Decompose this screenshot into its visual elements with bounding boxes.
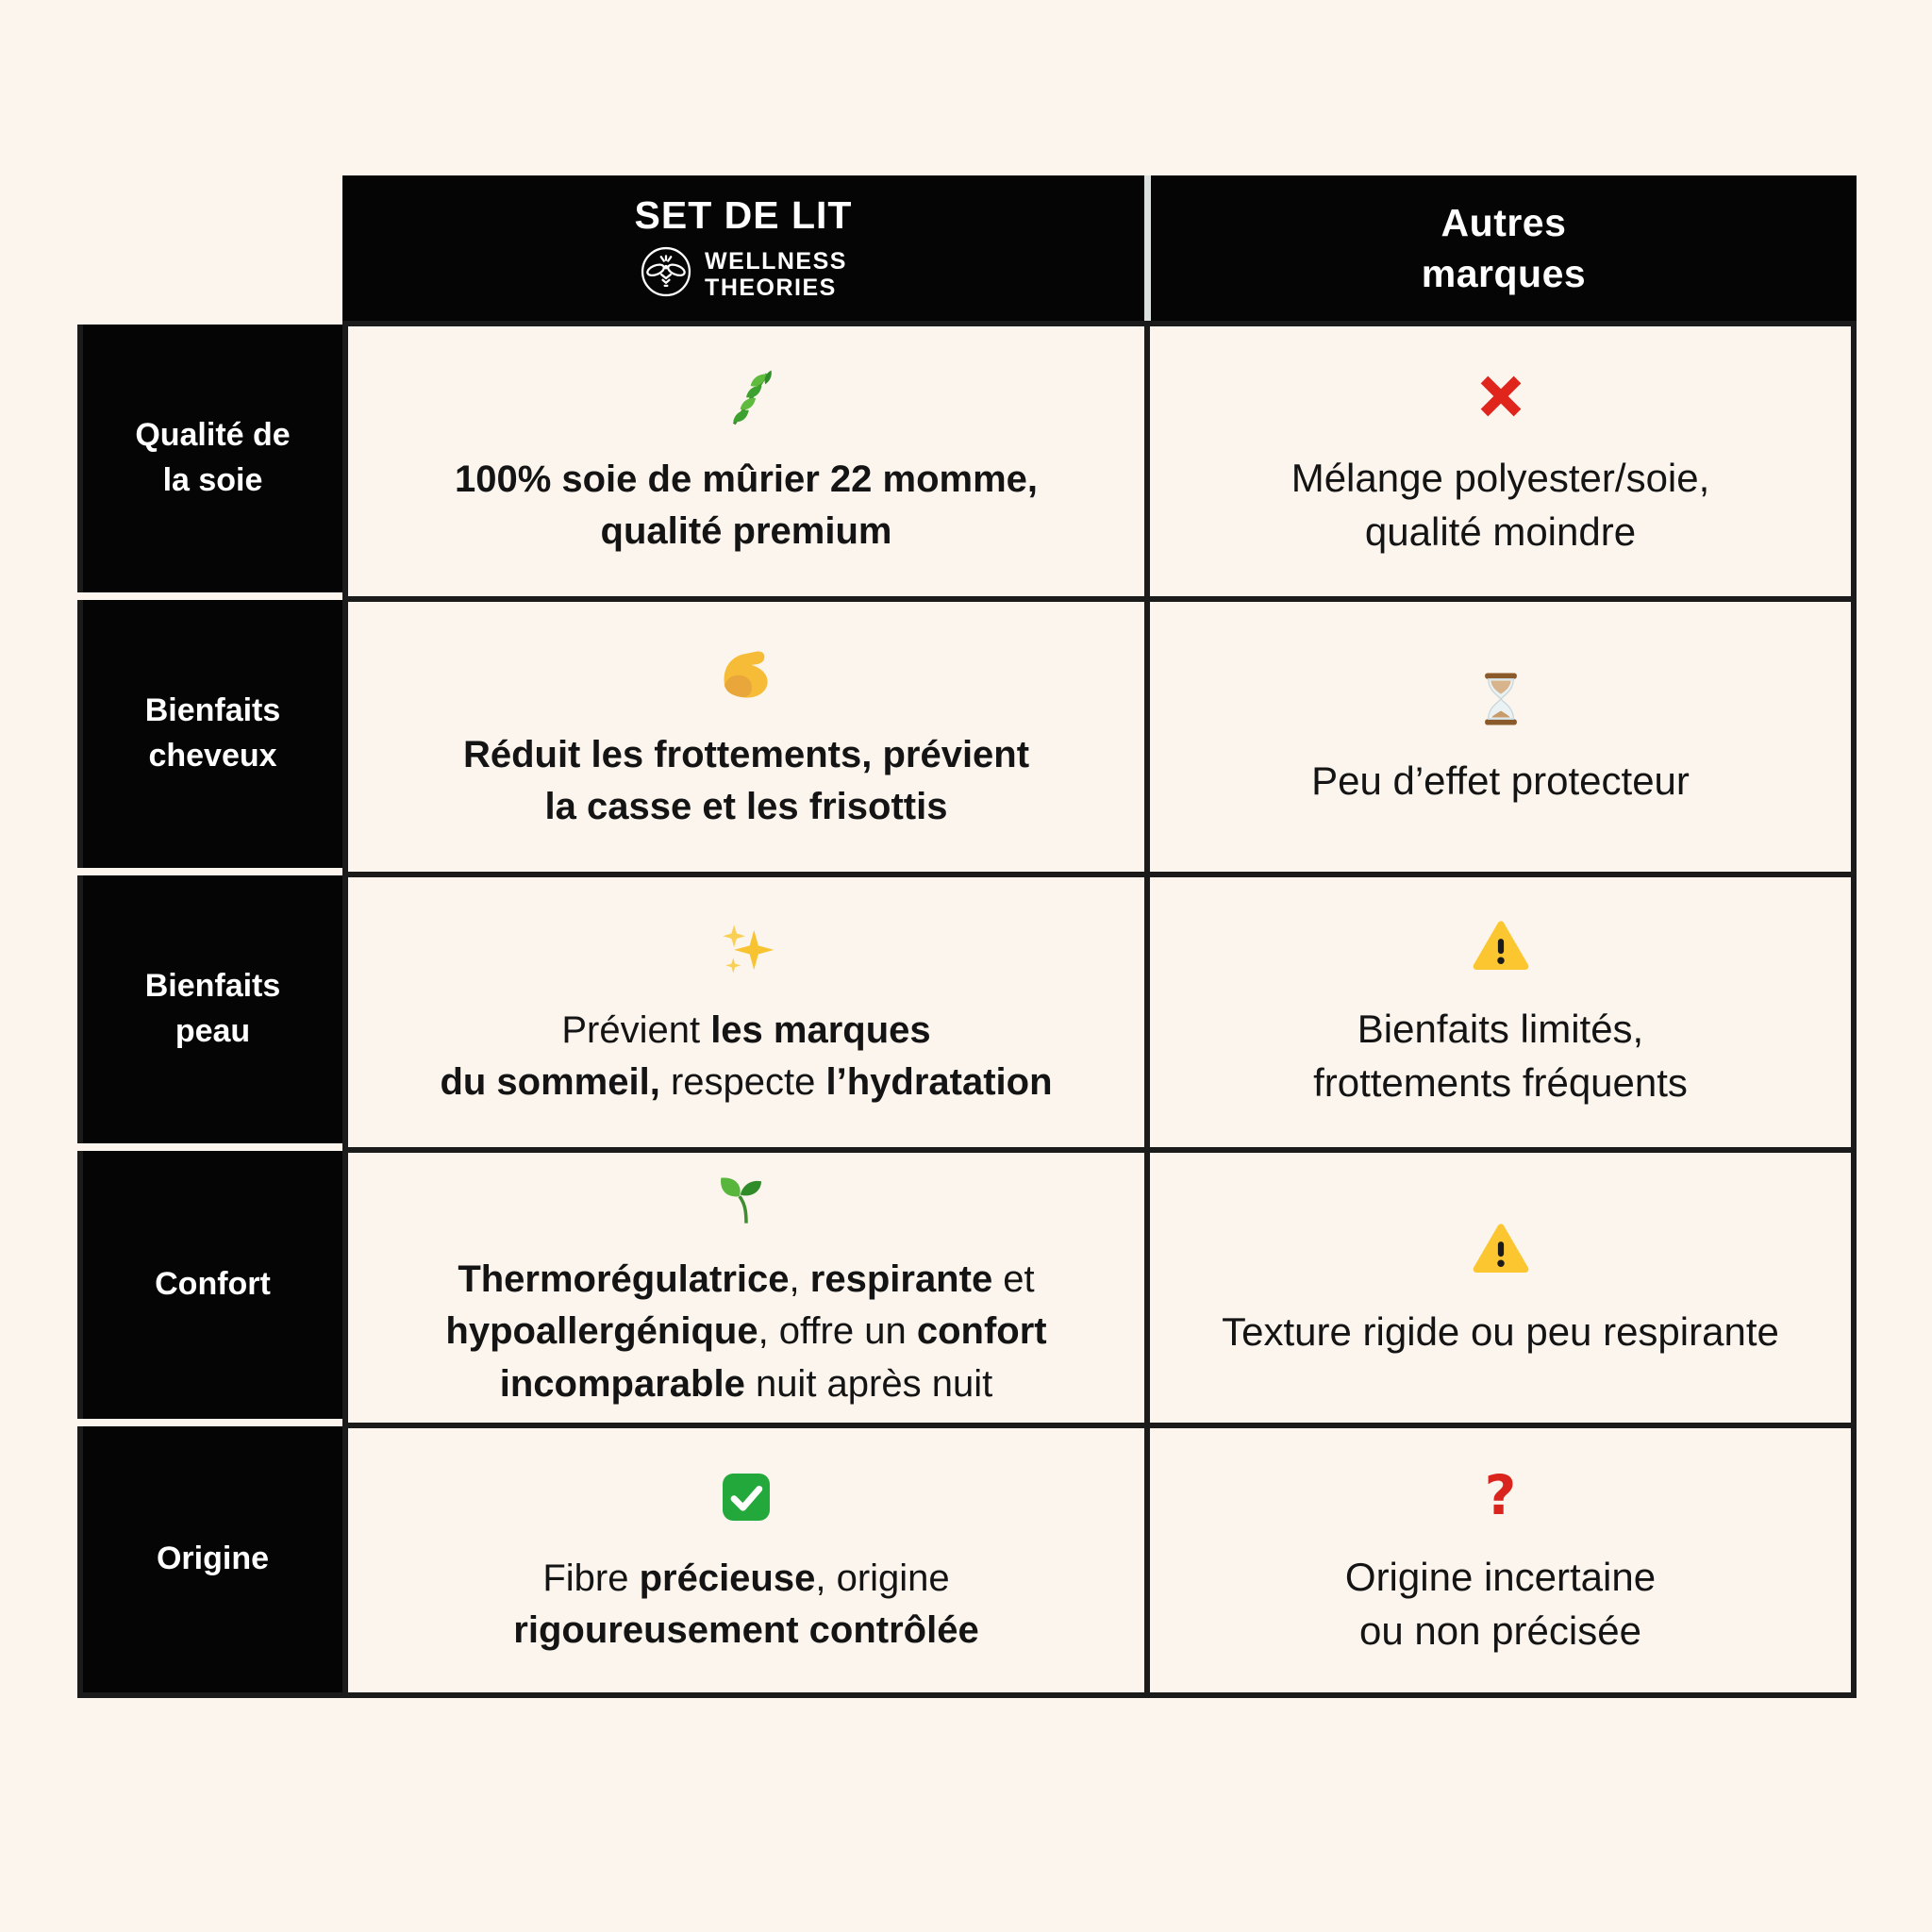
row-label-bienfaits-peau: Bienfaits peau: [77, 875, 342, 1143]
brand-wordmark-line1: WELLNESS: [705, 247, 847, 275]
herb-icon: [715, 365, 777, 431]
cell-origine-brand: Fibre précieuse, origine rigoureusement …: [342, 1423, 1144, 1698]
cell-text: Texture rigide ou peu respirante: [1222, 1308, 1779, 1354]
cell-text: Fibre précieuse, origine rigoureusement …: [513, 1557, 979, 1651]
brand-wordmark-line2: THEORIES: [705, 274, 837, 301]
cell-qualite-brand: 100% soie de mûrier 22 momme, qualité pr…: [342, 321, 1144, 596]
cell-text: 100% soie de mûrier 22 momme, qualité pr…: [454, 458, 1039, 552]
hourglass-icon: [1471, 666, 1531, 732]
header-spacer: [77, 175, 342, 321]
check-mark-icon: [717, 1464, 775, 1530]
flexed-biceps-icon: [715, 641, 777, 707]
cell-text: Mélange polyester/soie, qualité moindre: [1291, 456, 1710, 554]
row-label-qualite-de-la-soie: Qualité de la soie: [77, 325, 342, 592]
red-question-icon: ?: [1484, 1463, 1517, 1528]
bee-logo-icon: [640, 245, 692, 303]
row-label-confort: Confort: [77, 1151, 342, 1419]
seedling-icon: [716, 1165, 776, 1231]
cell-origine-others: ? Origine incertaine ou non précisée: [1144, 1423, 1857, 1698]
row-label-origine: Origine: [77, 1426, 342, 1698]
warning-icon: [1471, 914, 1531, 980]
others-column-title: Autres marques: [1421, 200, 1587, 295]
cell-text: Thermorégulatrice, respirante et hypoall…: [445, 1258, 1047, 1405]
cell-cheveux-brand: Réduit les frottements, prévient la cass…: [342, 596, 1144, 872]
cell-confort-others: Texture rigide ou peu respirante: [1144, 1147, 1857, 1423]
sparkles-icon: [715, 916, 777, 982]
cell-text: Réduit les frottements, prévient la cass…: [462, 733, 1030, 827]
row-label-bienfaits-cheveux: Bienfaits cheveux: [77, 600, 342, 868]
cell-text: Prévient les marques du sommeil, respect…: [440, 1008, 1053, 1103]
warning-icon: [1471, 1217, 1531, 1283]
brand-logo-lockup: WELLNESS THEORIES: [640, 245, 847, 303]
header-others-column: Autres marques: [1144, 175, 1857, 321]
brand-product-title: SET DE LIT: [634, 193, 853, 237]
cross-mark-icon: [1473, 363, 1529, 429]
header-brand-column: SET DE LIT: [342, 175, 1144, 321]
cell-cheveux-others: Peu d’effet protecteur: [1144, 596, 1857, 872]
cell-qualite-others: Mélange polyester/soie, qualité moindre: [1144, 321, 1857, 596]
cell-peau-brand: Prévient les marques du sommeil, respect…: [342, 872, 1144, 1147]
cell-peau-others: Bienfaits limités, frottements fréquents: [1144, 872, 1857, 1147]
comparison-table: SET DE LIT: [77, 175, 1857, 1698]
brand-wordmark: WELLNESS THEORIES: [705, 248, 847, 301]
cell-text: Origine incertaine ou non précisée: [1344, 1555, 1657, 1653]
cell-text: Peu d’effet protecteur: [1311, 758, 1690, 803]
cell-confort-brand: Thermorégulatrice, respirante et hypoall…: [342, 1147, 1144, 1423]
cell-text: Bienfaits limités, frottements fréquents: [1313, 1007, 1688, 1105]
